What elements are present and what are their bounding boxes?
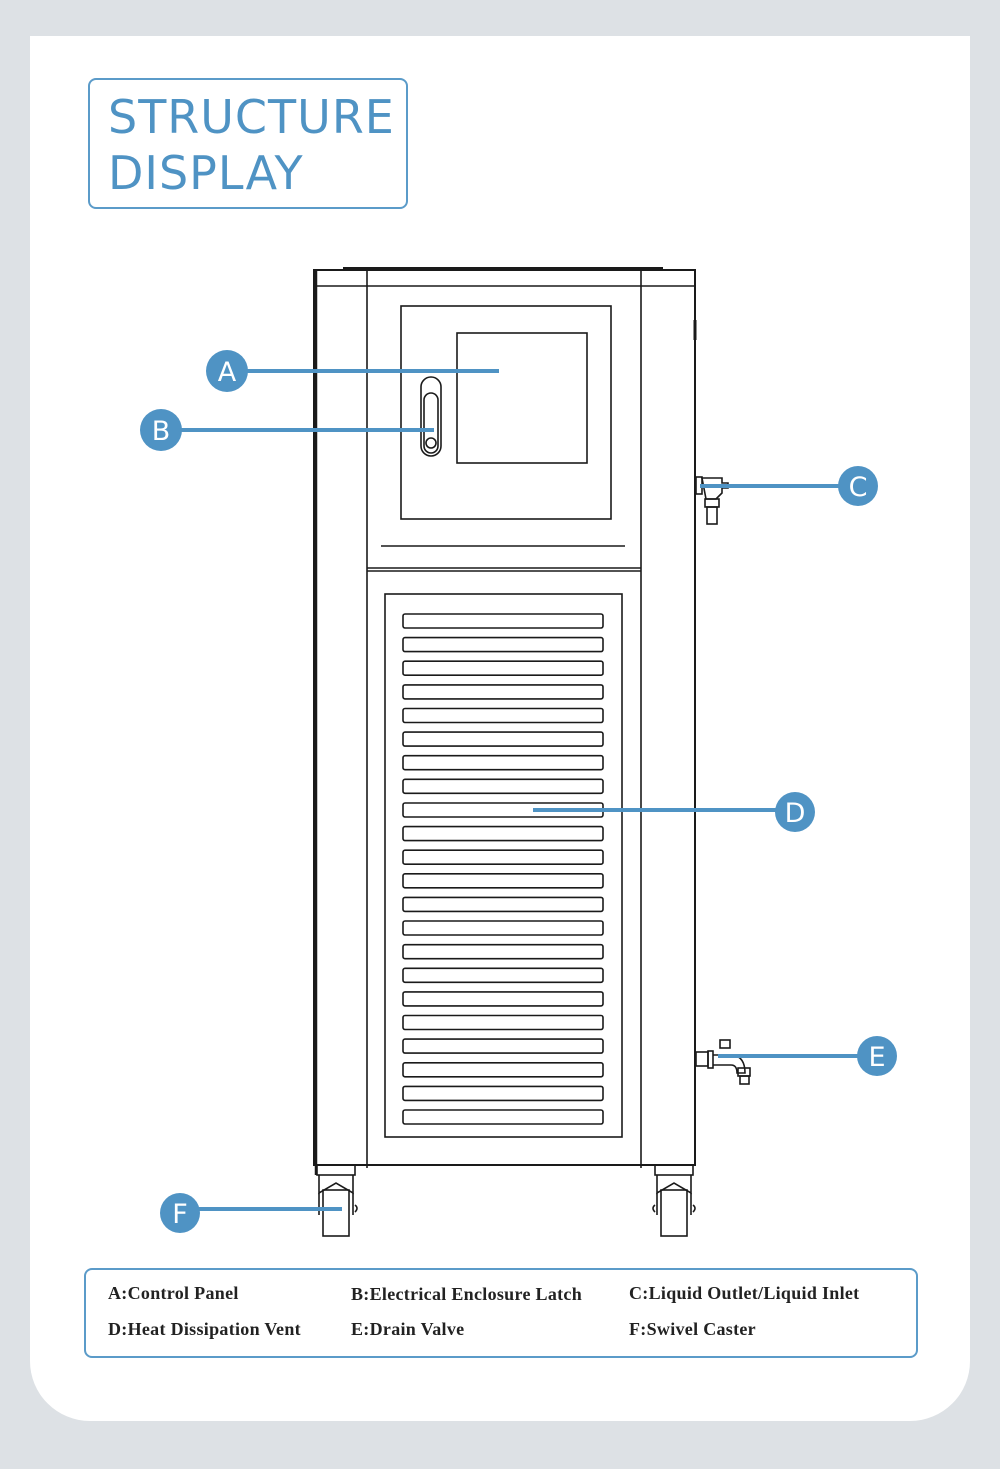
svg-text:B: B bbox=[152, 416, 171, 447]
vent-slat bbox=[402, 660, 604, 677]
callout-badge-f: F bbox=[160, 1193, 200, 1233]
legend-item-f: F:Swivel Caster bbox=[629, 1319, 756, 1339]
vent-slat bbox=[402, 920, 604, 936]
caster-left bbox=[316, 1164, 358, 1237]
content-card bbox=[30, 36, 970, 1421]
vent-slat bbox=[402, 778, 604, 795]
callout-badge-a: A bbox=[206, 350, 248, 392]
control-panel bbox=[381, 305, 625, 547]
vent-slat bbox=[402, 1109, 604, 1125]
vent-slat bbox=[402, 707, 604, 724]
vent-slat bbox=[402, 1085, 604, 1102]
vent-slats bbox=[402, 613, 604, 1125]
legend-item-e: E:Drain Valve bbox=[351, 1319, 465, 1339]
vent-slat bbox=[402, 896, 604, 913]
legend-box: A:Control Panel B:Electrical Enclosure L… bbox=[84, 1268, 918, 1358]
enclosure-latch bbox=[420, 376, 442, 457]
vent-slat bbox=[402, 731, 604, 747]
svg-text:F: F bbox=[172, 1199, 188, 1230]
vent-slat bbox=[402, 1038, 604, 1054]
svg-text:D: D bbox=[785, 798, 806, 829]
legend-item-c: C:Liquid Outlet/Liquid Inlet bbox=[629, 1283, 860, 1303]
vent-slat bbox=[402, 754, 604, 771]
callout-badge-b: B bbox=[140, 409, 182, 451]
vent-slat bbox=[402, 1014, 604, 1031]
legend-item-a: A:Control Panel bbox=[108, 1283, 239, 1303]
cabinet-body bbox=[313, 267, 697, 1175]
callout-badge-c: C bbox=[838, 466, 878, 506]
svg-text:A: A bbox=[218, 357, 237, 388]
vent-frame bbox=[384, 593, 623, 1138]
vent-slat bbox=[402, 1062, 604, 1078]
legend-item-b: B:Electrical Enclosure Latch bbox=[351, 1284, 583, 1304]
legend-item-d: D:Heat Dissipation Vent bbox=[108, 1319, 301, 1339]
callout-badge-d: D bbox=[775, 792, 815, 832]
vent-slat bbox=[402, 967, 604, 984]
svg-text:C: C bbox=[849, 472, 868, 503]
vent-slat bbox=[402, 684, 604, 700]
caster-right bbox=[652, 1164, 696, 1237]
title-line-1: STRUCTURE bbox=[108, 90, 395, 144]
vent-slat bbox=[402, 613, 604, 629]
title-line-2: DISPLAY bbox=[108, 146, 304, 200]
vent-slat bbox=[402, 636, 604, 653]
callout-badge-e: E bbox=[857, 1036, 897, 1076]
vent-slat bbox=[402, 825, 604, 842]
vent-slat bbox=[402, 872, 604, 889]
svg-text:E: E bbox=[868, 1042, 885, 1073]
vent-slat bbox=[402, 849, 604, 866]
drain-valve-fitting bbox=[695, 1039, 751, 1085]
title-box: STRUCTURE DISPLAY bbox=[88, 78, 408, 209]
vent-slat bbox=[402, 943, 604, 960]
vent-slat bbox=[402, 991, 604, 1007]
